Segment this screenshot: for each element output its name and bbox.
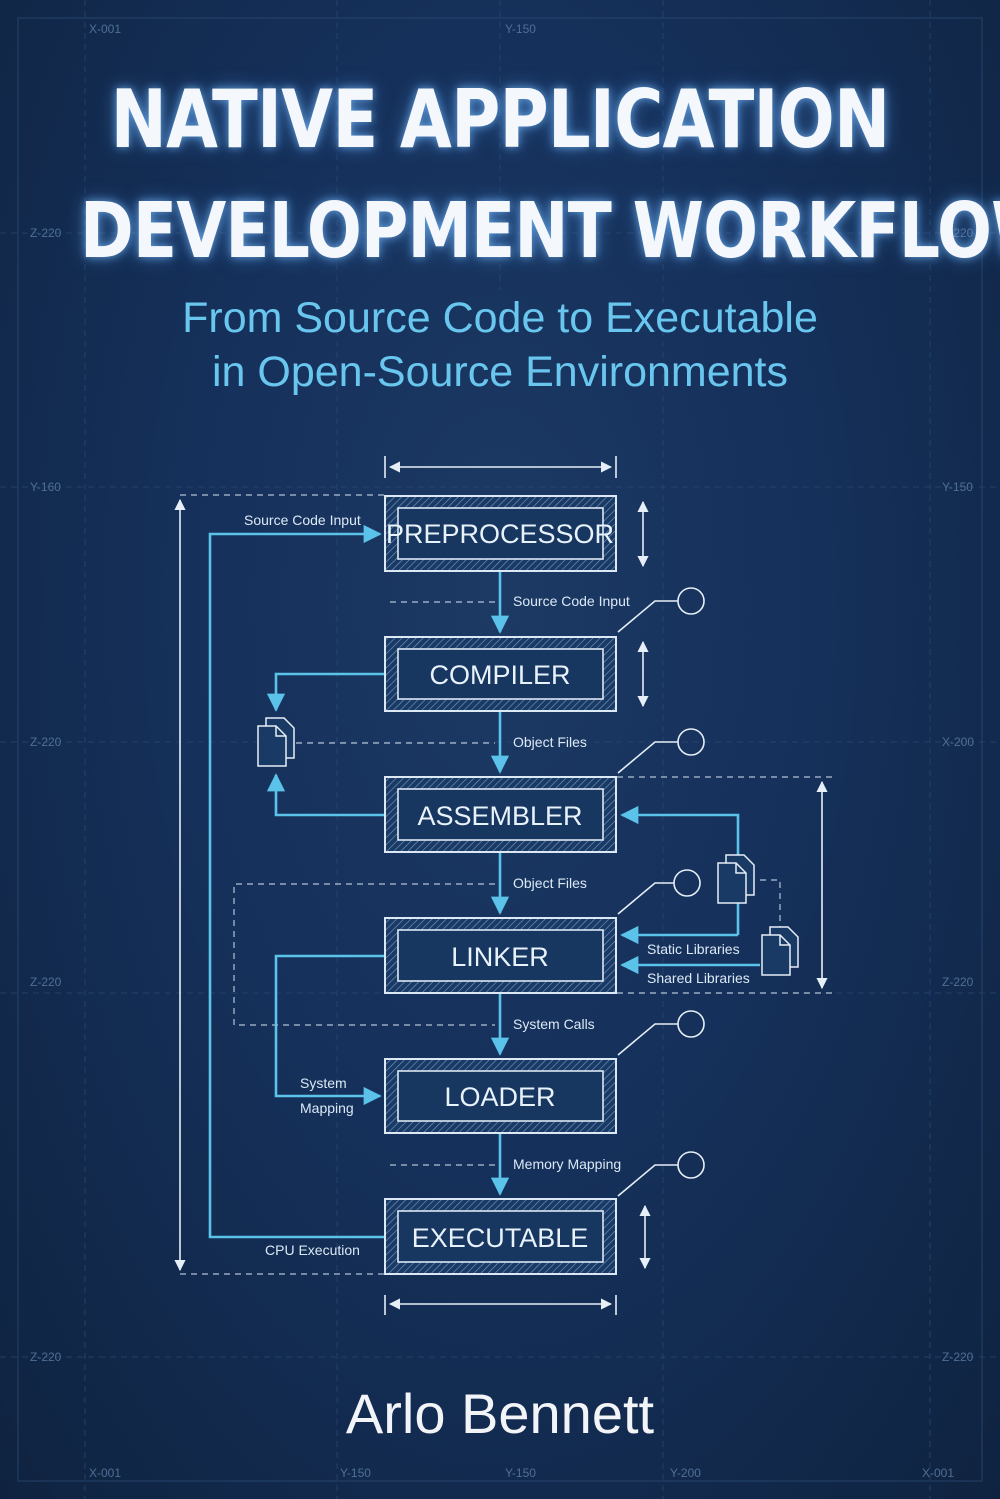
connector-label: Object Files <box>513 734 587 750</box>
grid-label: X-001 <box>89 1466 121 1480</box>
system-mapping-label: Mapping <box>300 1100 354 1116</box>
stage-compiler: COMPILER <box>384 636 617 712</box>
cpu-execution-label: CPU Execution <box>265 1242 360 1258</box>
stage-executable: EXECUTABLE <box>384 1198 617 1275</box>
grid-label: Y-200 <box>670 1466 701 1480</box>
grid-label: Y-150 <box>942 480 973 494</box>
grid-label: Y-150 <box>505 1466 536 1480</box>
static-libraries-label: Static Libraries <box>647 941 740 957</box>
stage-label: ASSEMBLER <box>417 801 582 831</box>
grid-label: X-001 <box>89 22 121 36</box>
shared-library-icon <box>761 926 799 976</box>
static-library-icon <box>717 854 755 904</box>
object-file-icon <box>257 717 295 767</box>
source-input-label: Source Code Input <box>244 512 361 528</box>
grid-label: Z-220 <box>30 226 62 240</box>
grid-label: Y-160 <box>30 480 61 494</box>
grid-label: Z-220 <box>30 1350 62 1364</box>
stage-preprocessor: PREPROCESSOR <box>384 495 617 572</box>
stage-label: EXECUTABLE <box>412 1223 589 1253</box>
stage-linker: LINKER <box>384 917 617 994</box>
grid-label: X-200 <box>942 735 974 749</box>
connector-label: Object Files <box>513 875 587 891</box>
subtitle-line-1: From Source Code to Executable <box>182 294 818 342</box>
grid-label: Z-220 <box>30 975 62 989</box>
connector-label: System Calls <box>513 1016 595 1032</box>
grid-label: X-001 <box>922 1466 954 1480</box>
title-line-1: NATIVE APPLICATION <box>110 73 891 166</box>
stage-label: LINKER <box>451 942 549 972</box>
grid-label: Y-150 <box>505 22 536 36</box>
stage-loader: LOADER <box>384 1058 617 1134</box>
system-mapping-label: System <box>300 1075 347 1091</box>
grid-label: Z-220 <box>30 735 62 749</box>
grid-label: Y-150 <box>340 1466 371 1480</box>
author-name: Arlo Bennett <box>345 1382 655 1445</box>
shared-libraries-label: Shared Libraries <box>647 970 750 986</box>
grid-label: Z-220 <box>942 975 974 989</box>
stage-label: PREPROCESSOR <box>386 519 614 549</box>
grid-label: Z-220 <box>942 1350 974 1364</box>
title-line-2: DEVELOPMENT WORKFLOW <box>80 187 1000 276</box>
connector-label: Memory Mapping <box>513 1156 621 1172</box>
stage-label: COMPILER <box>429 660 570 690</box>
stage-assembler: ASSEMBLER <box>384 776 617 853</box>
stage-label: LOADER <box>444 1082 555 1112</box>
grid-label: Z-220 <box>942 226 974 240</box>
connector-label: Source Code Input <box>513 593 630 609</box>
subtitle-line-2: in Open-Source Environments <box>211 348 788 396</box>
